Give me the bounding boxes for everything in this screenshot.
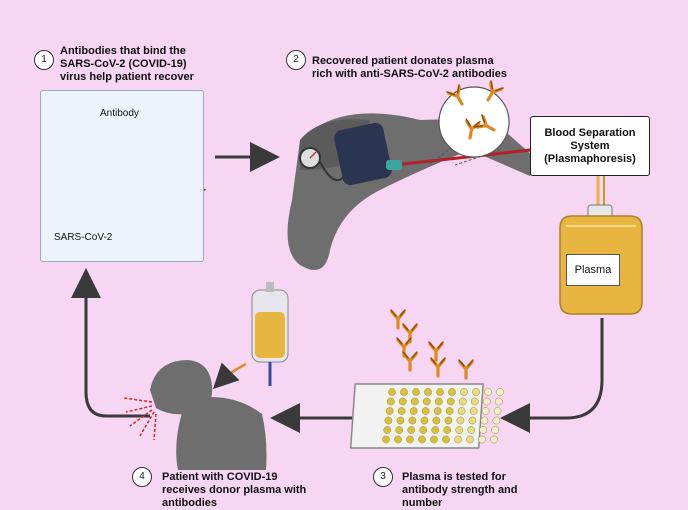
arrow-patient-to-1 [71,268,150,418]
plate-well [491,426,500,434]
plate-well [457,407,466,415]
plate-well [460,388,468,396]
plate-well [395,426,404,434]
plate-well [470,397,479,406]
plate-well [388,388,396,396]
plate-well [418,435,426,444]
plate-well [496,388,504,396]
plate-well [434,397,443,406]
plate-well [384,416,393,425]
step-2-number: 2 [286,50,306,70]
plate-well [466,435,474,444]
plate-well [410,397,419,406]
plate-well [458,397,467,406]
plate-well [493,407,502,415]
arrow-bag-to-plate [500,318,604,433]
plate-well [468,416,477,425]
plate-well [383,426,392,434]
plate-well [432,416,441,425]
plate-well [443,426,452,434]
plate-well [481,407,490,415]
plate-well [448,388,456,396]
plate-well [420,416,429,425]
plate-well [421,407,430,415]
plate-well [398,397,407,406]
plasma-label: Plasma [566,254,620,286]
blood-pressure-cuff-icon [299,122,402,186]
plate-well [431,426,440,434]
plate-well [430,435,438,444]
virus-label: SARS-CoV-2 [54,232,113,243]
step-4-text: Patient with COVID-19 receives donor pla… [162,471,307,509]
plate-well [408,416,417,425]
plate-well [490,435,498,444]
plate-well [492,416,501,425]
antibody-label: Antibody [100,108,139,119]
step-2-text: Recovered patient donates plasma rich wi… [312,55,507,80]
plate-well [478,435,486,444]
plate-well [397,407,406,415]
plate-well [446,397,455,406]
plate-well [444,416,453,425]
well-plate-icon [349,383,504,449]
infusion-arrow [212,362,247,390]
plate-well [469,407,478,415]
plate-well [409,407,418,415]
plate-well [419,426,428,434]
plate-well [456,416,465,425]
step-3-number: 3 [373,467,393,487]
antibody-zoom-circle [438,86,510,158]
plate-well [400,388,408,396]
plate-well [480,416,489,425]
plate-well [412,388,420,396]
antibody-icon [389,308,475,380]
antibody-virus-panel [40,90,204,262]
step-3-text: Plasma is tested for antibody strength a… [402,471,518,509]
blood-tubing [401,148,531,166]
plate-well [406,435,414,444]
plate-well [455,426,464,434]
plate-well [442,435,450,444]
plate-well [467,426,476,434]
step-4-number: 4 [132,467,152,487]
plate-well [484,388,492,396]
plate-well [407,426,416,434]
plate-well [445,407,454,415]
blood-separation-box: Blood Separation System (Plasmaphoresis) [530,116,650,176]
step-1-number: 1 [34,50,54,70]
plate-well [482,397,491,406]
plate-well [454,435,462,444]
plate-well [436,388,444,396]
plate-well [433,407,442,415]
plate-well [424,388,432,396]
plate-well [394,435,402,444]
patient-icon [123,360,267,470]
plate-well [472,388,480,396]
plate-well [382,435,390,444]
plate-well [396,416,405,425]
blood-separation-label: Blood Separation System (Plasmaphoresis) [544,126,636,165]
plate-well [422,397,431,406]
step-1-text: Antibodies that bind the SARS-CoV-2 (COV… [60,45,194,83]
plate-well [494,397,503,406]
plate-well [479,426,488,434]
iv-bag-icon [251,282,289,386]
plate-well [385,407,394,415]
plate-well [386,397,395,406]
